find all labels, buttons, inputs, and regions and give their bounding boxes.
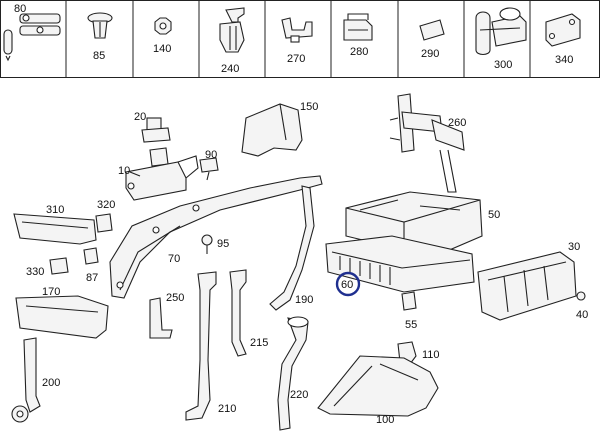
callout-87: 87 (86, 272, 98, 284)
highlight-ring (335, 271, 361, 297)
part-250-bracket (149, 297, 173, 339)
pipe-clip-strip-icon (3, 13, 61, 62)
callout-170: 170 (42, 286, 60, 298)
strip-label-140: 140 (153, 43, 171, 55)
strip-label-290: 290 (421, 48, 439, 60)
callout-10: 10 (118, 165, 130, 177)
part-310-bracket (13, 213, 97, 245)
nut-icon (154, 17, 172, 35)
callout-210: 210 (218, 403, 236, 415)
part-60-filter (325, 235, 475, 293)
strip-label-85: 85 (93, 50, 105, 62)
callout-55: 55 (405, 319, 417, 331)
strip-label-80: 80 (14, 3, 26, 15)
part-95-screw (201, 234, 213, 254)
callout-320: 320 (97, 199, 115, 211)
callout-20: 20 (134, 111, 146, 123)
part-330-plug (49, 257, 69, 275)
callout-30: 30 (568, 241, 580, 253)
part-210-hose (185, 271, 217, 421)
strip-label-280: 280 (350, 46, 368, 58)
part-170-cover (15, 295, 109, 339)
part-190-hose (269, 185, 315, 311)
callout-260: 260 (448, 117, 466, 129)
part-200-pipe (11, 337, 41, 423)
callout-95: 95 (217, 238, 229, 250)
seal-strip-icon (475, 7, 527, 56)
strip-label-300: 300 (494, 59, 512, 71)
part-20-sensor (141, 117, 171, 143)
part-87-clip (83, 247, 99, 265)
edge-clip-icon (343, 13, 373, 41)
push-rivet-icon (87, 12, 113, 39)
callout-310: 310 (46, 204, 64, 216)
bracket-clip-icon (281, 17, 313, 43)
callout-90: 90 (205, 149, 217, 161)
callout-100: 100 (376, 414, 394, 426)
callout-70: 70 (168, 253, 180, 265)
part-260-bracket (389, 93, 465, 193)
callout-150: 150 (300, 101, 318, 113)
part-150-cover (241, 103, 303, 157)
part-220-hose (277, 316, 309, 431)
callout-220: 220 (290, 389, 308, 401)
cover-plate-icon (545, 13, 581, 47)
callout-110: 110 (422, 349, 440, 361)
part-320-clip (95, 213, 113, 233)
callout-190: 190 (295, 294, 313, 306)
part-90-clip (199, 157, 219, 181)
part-70-duct (109, 175, 323, 299)
callout-215: 215 (250, 337, 268, 349)
strip-label-240: 240 (221, 63, 239, 75)
callout-200: 200 (42, 377, 60, 389)
callout-40: 40 (576, 309, 588, 321)
callout-50: 50 (488, 209, 500, 221)
part-215-hose (229, 269, 247, 357)
strip-label-340: 340 (555, 54, 573, 66)
expanding-clip-icon (219, 7, 245, 53)
callout-250: 250 (166, 292, 184, 304)
part-55-clip (401, 291, 417, 311)
part-100-cover (317, 355, 439, 417)
callout-330: 330 (26, 266, 44, 278)
part-40-screw (576, 291, 586, 301)
part-10-actuator (125, 147, 199, 201)
callout-60: 60 (341, 279, 353, 291)
parts-strip: 80 85 140 240 270 (0, 0, 600, 78)
part-30-housing (477, 251, 577, 321)
strip-label-270: 270 (287, 53, 305, 65)
foam-pad-icon (419, 19, 445, 41)
